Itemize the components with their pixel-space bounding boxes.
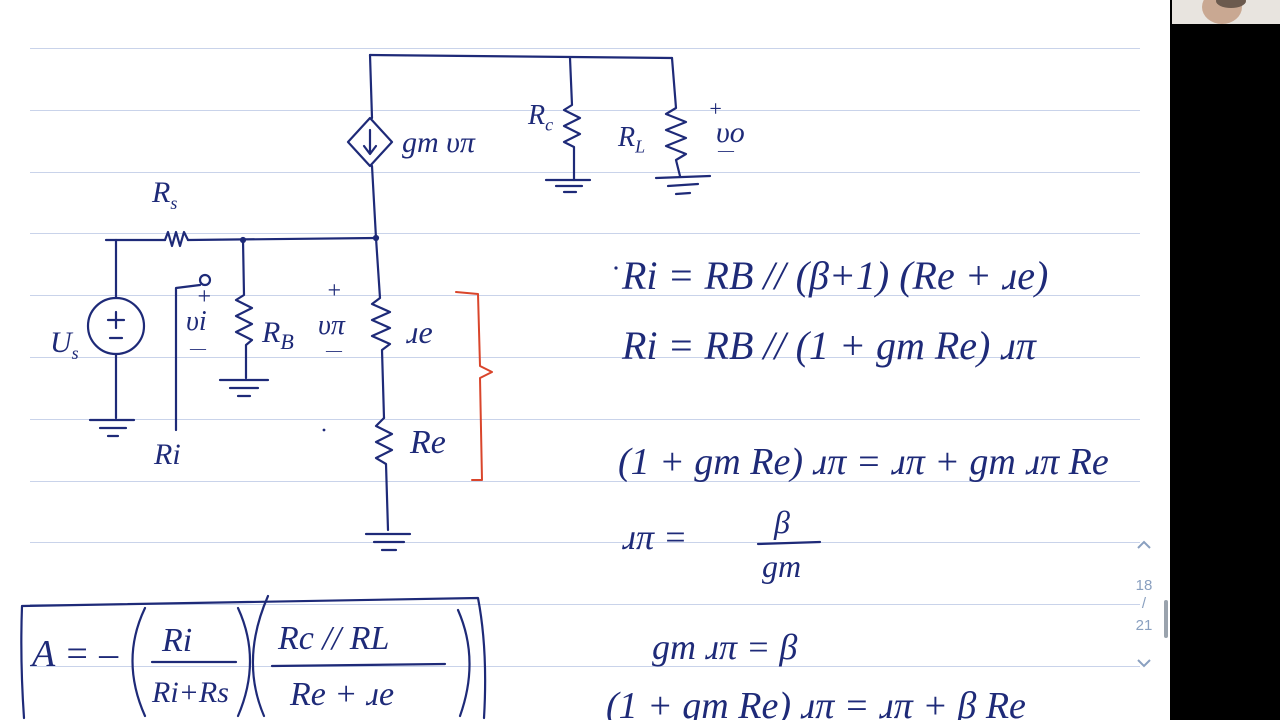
ground-icon xyxy=(88,418,136,438)
dependent-source-icon xyxy=(346,116,394,168)
scrollbar-thumb[interactable] xyxy=(1164,600,1168,638)
vs-label: Us xyxy=(50,326,79,363)
rc-label: Rc xyxy=(528,100,554,135)
wire-source-to-node xyxy=(370,164,378,240)
vo-label: υo xyxy=(716,116,745,149)
chevron-up-icon[interactable] xyxy=(1134,535,1154,555)
ground-icon xyxy=(654,174,712,196)
re-small-label: ɹe xyxy=(406,314,433,350)
re-big-label: Re xyxy=(410,424,446,461)
vpi-minus: — xyxy=(326,340,343,360)
equation-final: (1 + gm Re) ɹπ = ɹπ + β Re xyxy=(606,685,1026,720)
ground-icon xyxy=(218,378,270,398)
rl-label: RL xyxy=(618,122,646,157)
webcam-thumbnail xyxy=(1172,0,1280,24)
vi-plus: + xyxy=(196,284,213,310)
ri-label: Ri xyxy=(154,438,181,471)
top-wire xyxy=(368,53,674,60)
gm-source-label: gm υπ xyxy=(402,126,475,159)
page-separator: / xyxy=(1141,595,1147,612)
equation-ri-2: Ri = RB // (1 + gm Re) ɹπ xyxy=(622,323,1036,368)
equation-rpi-lhs: ɹπ = xyxy=(622,517,688,557)
equation-ri-1: Ri = RB // (β+1) (Re + ɹe) xyxy=(622,253,1049,298)
vo-plus: + xyxy=(708,96,723,121)
rs-label: Rs xyxy=(152,176,178,213)
wire-to-source xyxy=(368,53,374,120)
equation-gm-rpi: gm ɹπ = β xyxy=(652,627,798,667)
vo-minus: — xyxy=(718,140,735,160)
equation-rpi-den: gm xyxy=(762,548,802,584)
impedance-bracket xyxy=(455,291,493,481)
gain-f2-den: Re + ɹe xyxy=(290,676,395,713)
vi-minus: — xyxy=(190,338,207,358)
fraction-bar xyxy=(756,540,822,546)
presenter-hair xyxy=(1216,0,1246,8)
gain-f1-den: Ri+Rs xyxy=(152,676,229,709)
chevron-down-icon[interactable] xyxy=(1134,653,1154,673)
vi-label: υi xyxy=(186,306,207,337)
gain-box xyxy=(20,596,487,720)
vpi-plus: + xyxy=(326,278,343,304)
notebook-page: Rs Us + υi — RB + υπ — ɹe Re Ri gm υπ Rc… xyxy=(0,0,1170,720)
rb-label: RB xyxy=(262,316,294,354)
resistor-rs-icon xyxy=(163,230,190,248)
gain-lhs: A = – xyxy=(32,633,119,675)
fraction-bar xyxy=(270,662,447,668)
ground-icon xyxy=(364,532,412,552)
gain-f1-num: Ri xyxy=(162,622,193,659)
total-pages: 21 xyxy=(1135,617,1153,634)
ri-indicator-line xyxy=(174,283,202,432)
black-sidebar xyxy=(1170,0,1280,720)
page-navigator: 18 / 21 xyxy=(1122,535,1166,675)
ground-icon xyxy=(544,178,592,194)
gain-f2-num: Rc // RL xyxy=(278,620,390,657)
vpi-label: υπ xyxy=(318,310,345,341)
equation-expand: (1 + gm Re) ɹπ = ɹπ + gm ɹπ Re xyxy=(618,441,1109,483)
current-page: 18 xyxy=(1135,577,1153,594)
equation-rpi-num: β xyxy=(774,504,790,540)
circuit-drawing xyxy=(20,53,822,720)
